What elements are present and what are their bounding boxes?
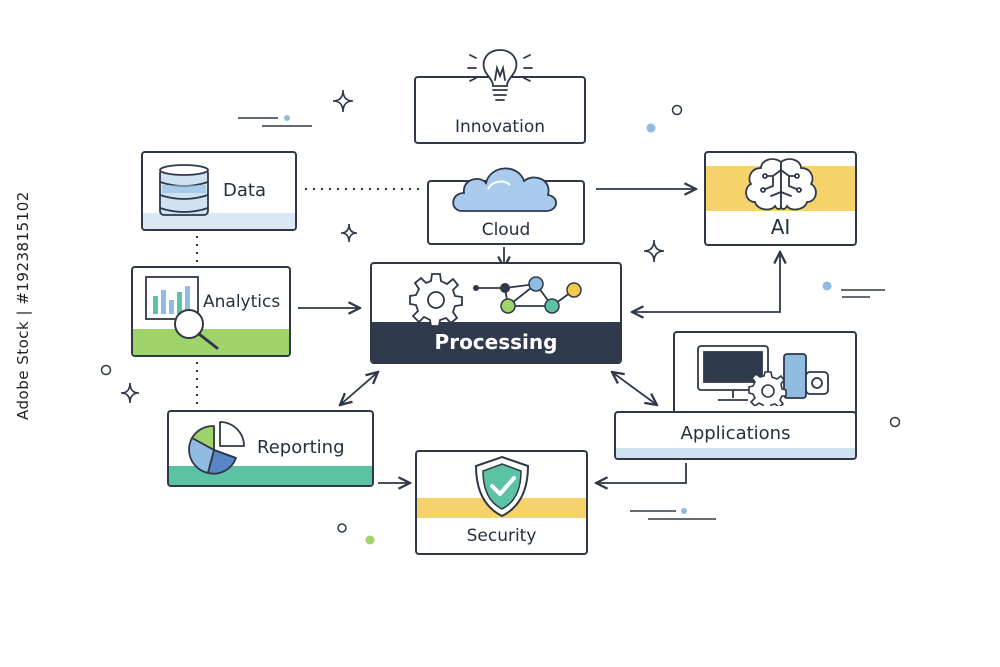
devices-icon bbox=[697, 345, 829, 406]
stock-watermark: Adobe Stock | #1923815102 bbox=[14, 191, 32, 420]
cloud-icon bbox=[452, 167, 557, 212]
node-reporting: Reporting bbox=[167, 410, 374, 487]
node-ai-label: AI bbox=[770, 215, 791, 239]
edge-processing-applications bbox=[612, 372, 657, 405]
database-icon bbox=[159, 164, 209, 216]
node-applications-label: Applications bbox=[680, 423, 791, 444]
node-innovation: Innovation bbox=[414, 76, 586, 144]
edge-ai-processing bbox=[632, 252, 780, 312]
node-data-label: Data bbox=[223, 180, 266, 201]
node-applications-bar: Applications bbox=[614, 411, 857, 460]
node-security-label: Security bbox=[466, 526, 537, 546]
gear-icon bbox=[409, 273, 463, 327]
node-processing: Processing bbox=[370, 262, 622, 364]
network-graph-icon bbox=[473, 276, 582, 314]
node-cloud-label: Cloud bbox=[481, 220, 531, 240]
node-innovation-label: Innovation bbox=[454, 117, 545, 137]
decor-dots bbox=[100, 104, 901, 545]
node-processing-label: Processing bbox=[434, 330, 558, 354]
edge-processing-reporting bbox=[340, 372, 378, 405]
data-band bbox=[143, 213, 295, 229]
node-reporting-label: Reporting bbox=[257, 437, 345, 458]
shield-check-icon bbox=[474, 455, 530, 518]
bar-chart-magnifier-icon bbox=[145, 276, 219, 350]
decor-dashes bbox=[238, 117, 885, 520]
sparkle-icon bbox=[120, 89, 665, 404]
lightbulb-icon bbox=[467, 49, 533, 101]
pie-chart-icon bbox=[188, 421, 245, 475]
brain-icon bbox=[745, 158, 817, 211]
applications-band bbox=[616, 448, 855, 458]
node-analytics-label: Analytics bbox=[203, 292, 281, 312]
processing-band bbox=[372, 322, 620, 362]
edge-applications-security bbox=[596, 463, 687, 483]
node-data: Data bbox=[141, 151, 297, 231]
